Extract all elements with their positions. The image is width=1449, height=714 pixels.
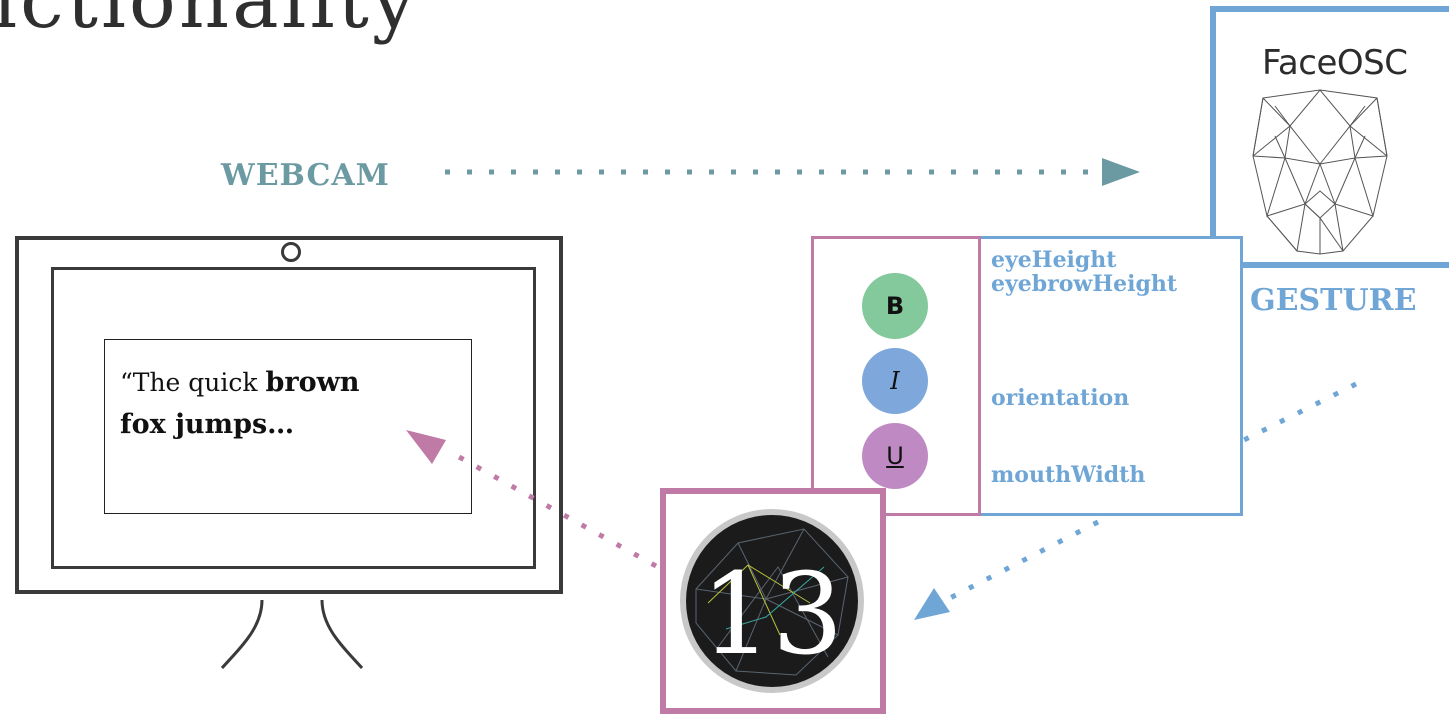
faceosc-box bbox=[1210, 6, 1449, 268]
gesture-arrow-lower bbox=[948, 519, 1100, 601]
parameter-eyebrow-height: eyebrowHeight bbox=[991, 271, 1178, 297]
gesture-arrow-upper bbox=[1242, 381, 1358, 443]
document-text: “The quick brown fox jumps… bbox=[120, 362, 450, 446]
bold-button[interactable]: B bbox=[862, 273, 928, 339]
parameter-mouth-width: mouthWidth bbox=[991, 462, 1146, 488]
monitor-screen bbox=[51, 267, 536, 569]
underline-button[interactable]: U bbox=[862, 423, 928, 489]
document-box bbox=[104, 339, 472, 514]
gesture-label: GESTURE bbox=[1250, 283, 1417, 318]
document-text-bold-1: brown bbox=[265, 367, 360, 398]
header-title: ictionality bbox=[0, 0, 419, 46]
document-text-bold-2: fox jumps… bbox=[120, 409, 295, 440]
monitor-frame bbox=[15, 236, 563, 594]
parameter-eye-height: eyeHeight bbox=[991, 247, 1117, 273]
processing-logo-icon: 13 bbox=[680, 509, 864, 693]
italic-button[interactable]: I bbox=[862, 348, 928, 414]
parameter-orientation: orientation bbox=[991, 385, 1130, 411]
document-text-plain: “The quick bbox=[120, 368, 266, 397]
face-mesh-icon bbox=[1252, 89, 1388, 255]
monitor-stand-right bbox=[320, 599, 364, 670]
monitor-stand-left bbox=[220, 599, 264, 670]
webcam-arrow-head bbox=[1102, 158, 1140, 186]
processing-logo-text: 13 bbox=[701, 550, 844, 680]
gesture-arrow-head bbox=[914, 588, 950, 620]
faceosc-title: FaceOSC bbox=[1262, 43, 1408, 83]
webcam-icon bbox=[281, 242, 301, 262]
webcam-label: WEBCAM bbox=[221, 158, 390, 193]
